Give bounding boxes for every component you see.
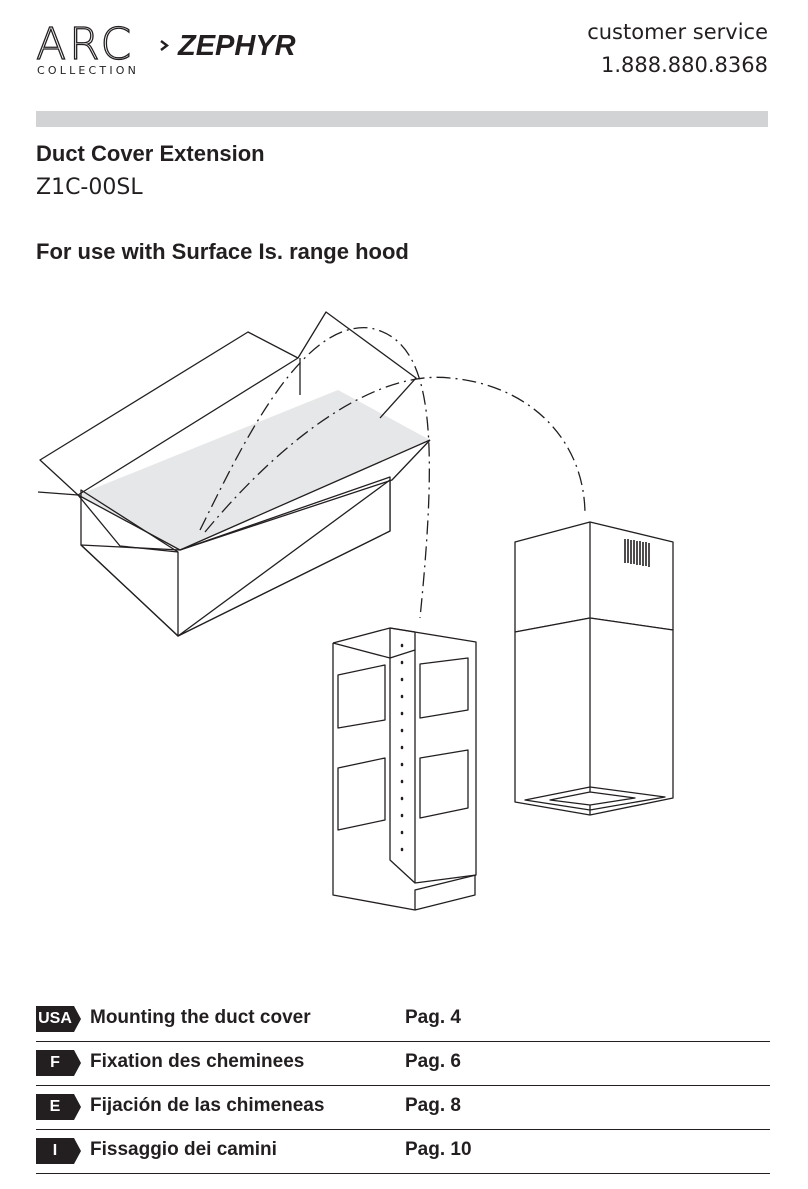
document-title: Duct Cover Extension (36, 141, 265, 166)
toc-label: Fijación de las chimeneas (90, 1095, 325, 1116)
document-subtitle: For use with Surface Is. range hood (36, 239, 409, 264)
toc-row-f[interactable]: F Fixation des cheminees Pag. 6 (36, 1042, 770, 1086)
toc-label: Mounting the duct cover (90, 1007, 311, 1028)
customer-service-label: customer service (587, 20, 768, 44)
duct-frame (332, 627, 477, 911)
toc-page: Pag. 4 (405, 1007, 461, 1028)
lang-badge-usa: USA (36, 1006, 81, 1032)
toc-row-usa[interactable]: USA Mounting the duct cover Pag. 4 (36, 998, 770, 1042)
model-number: Z1C-00SL (36, 175, 143, 200)
shipping-box (37, 311, 431, 637)
brand-arc: ARC (36, 19, 134, 70)
brand-collection: COLLECTION (37, 64, 139, 77)
range-hood (514, 521, 674, 816)
product-illustration (37, 311, 674, 911)
toc-label: Fixation des cheminees (90, 1051, 305, 1072)
header-divider-bar (36, 111, 768, 127)
brand-logo: ARC COLLECTION ZEPHYR (36, 18, 296, 77)
toc-label: Fissaggio dei camini (90, 1139, 277, 1160)
toc-page: Pag. 10 (405, 1139, 472, 1160)
toc-page: Pag. 6 (405, 1051, 461, 1072)
lang-badge-i: I (36, 1138, 81, 1164)
vent-grille-icon (624, 539, 650, 567)
toc-row-e[interactable]: E Fijación de las chimeneas Pag. 8 (36, 1086, 770, 1130)
lang-badge-f: F (36, 1050, 81, 1076)
lang-badge-e: E (36, 1094, 81, 1120)
toc-page: Pag. 8 (405, 1095, 461, 1116)
customer-service: customer service 1.888.880.8368 (587, 16, 768, 82)
arc-chevron-icon (160, 40, 169, 51)
customer-service-phone[interactable]: 1.888.880.8368 (601, 53, 768, 77)
table-of-contents: USA Mounting the duct cover Pag. 4 F Fix… (36, 998, 770, 1174)
motion-arcs (199, 327, 586, 619)
toc-row-i[interactable]: I Fissaggio dei camini Pag. 10 (36, 1130, 770, 1174)
brand-zephyr: ZEPHYR (177, 30, 296, 62)
